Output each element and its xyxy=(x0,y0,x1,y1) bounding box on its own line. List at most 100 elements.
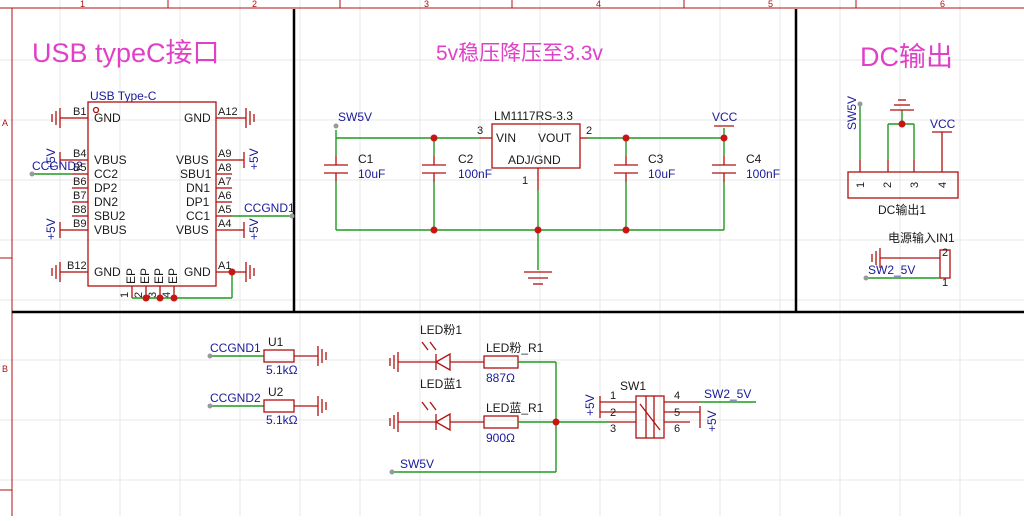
led-blue-ref: LED蓝1 xyxy=(420,377,462,391)
usb-ep-2: EP xyxy=(138,268,152,284)
c2-ref: C2 xyxy=(458,152,474,166)
ground-icon xyxy=(524,271,552,285)
ldo-net-vcc: VCC xyxy=(712,110,738,124)
led-pink-ref: LED粉1 xyxy=(420,323,462,337)
u2-ref: U2 xyxy=(268,385,284,399)
usb-pin-b12: B12 xyxy=(67,260,87,272)
c4-ref: C4 xyxy=(746,152,762,166)
capacitor-c3[interactable]: C3 10uF xyxy=(614,152,675,182)
plus5v-label: +5V xyxy=(247,218,261,240)
r-blue-ref: LED蓝_R1 xyxy=(486,401,544,415)
usb-wires: CCGND2 CCGND1 xyxy=(29,159,295,302)
section-dividers xyxy=(12,9,1024,314)
usb-pin-a9: A9 xyxy=(218,148,231,160)
c1-value: 10uF xyxy=(358,167,385,181)
usb-typec-connector[interactable]: USB Type-C B1 GND B4 VBUS B5 CC2 B6 DP2 … xyxy=(67,89,238,298)
resistor-led-pink[interactable] xyxy=(483,355,519,369)
usb-pin-a4-name: VBUS xyxy=(176,223,209,237)
plus5v-label: +5V xyxy=(44,148,58,170)
ground-icon xyxy=(871,248,881,268)
ldo-pin-vin: VIN xyxy=(496,131,516,145)
usb-pin-a5-name: CC1 xyxy=(186,209,210,223)
ground-icon xyxy=(389,352,399,372)
usb-power-flags: +5V +5V +5V +5V xyxy=(44,148,261,240)
capacitor-c2[interactable]: C2 100nF xyxy=(422,152,492,182)
ground-icon xyxy=(389,412,399,432)
usb-pin-b4-name: VBUS xyxy=(94,153,127,167)
usb-part-label: USB Type-C xyxy=(90,89,157,103)
ldo-pin-adj: ADJ/GND xyxy=(508,153,561,167)
switch-sw1[interactable]: SW1 1 2 3 4 5 6 +5V +5V SW2_5V xyxy=(583,379,756,439)
resistor-u2[interactable] xyxy=(263,399,295,413)
sw-net-sw2: SW2_5V xyxy=(704,387,751,401)
usb-pin-a8: A8 xyxy=(218,162,231,174)
resistor-led-blue[interactable] xyxy=(483,415,519,429)
usb-ep-num-3: 3 xyxy=(147,292,159,298)
usb-pin-a12-name: GND xyxy=(184,111,211,125)
dc-in-pin1: 1 xyxy=(942,277,948,289)
usb-pin-b9: B9 xyxy=(73,218,86,230)
r-blue-value: 900Ω xyxy=(486,431,515,445)
dc-pin-3: 3 xyxy=(909,182,921,188)
usb-pin-b7-name: DN2 xyxy=(94,195,118,209)
net-ccgnd1-label: CCGND1 xyxy=(244,201,295,215)
dc-section-title: DC输出 xyxy=(860,42,953,72)
usb-pin-a8-name: SBU1 xyxy=(180,167,212,181)
plus5v-label: +5V xyxy=(247,148,261,170)
c3-value: 10uF xyxy=(648,167,675,181)
usb-ep-num-4: 4 xyxy=(161,292,173,298)
frame-col-3: 3 xyxy=(424,0,429,9)
led-pink-icon xyxy=(434,352,451,372)
usb-pin-b9-name: VBUS xyxy=(94,223,127,237)
net-ccgnd2-label: CCGND2 xyxy=(32,159,83,173)
ground-icon xyxy=(317,396,327,416)
usb-pin-a7-name: DN1 xyxy=(186,181,210,195)
dc-in-part-label: 电源输入IN1 xyxy=(888,230,955,245)
r-pink-ref: LED粉_R1 xyxy=(486,341,544,355)
sw1-pin-4: 4 xyxy=(674,390,680,402)
usb-pin-b8-name: SBU2 xyxy=(94,209,126,223)
dc-net-sw5v: SW5V xyxy=(845,96,859,130)
sw1-pin-5: 5 xyxy=(674,407,680,419)
frame-col-5: 5 xyxy=(768,0,773,9)
ground-icon xyxy=(232,108,255,128)
usb-pin-b12-name: GND xyxy=(94,265,121,279)
sw1-pin-6: 6 xyxy=(674,423,680,435)
dc-net-vcc: VCC xyxy=(930,117,956,131)
u1-ref: U1 xyxy=(268,335,284,349)
usb-ep-4: EP xyxy=(166,268,180,284)
dc-pin-1: 1 xyxy=(855,182,867,188)
capacitor-c1[interactable]: C1 10uF xyxy=(324,152,385,182)
frame-row-a: A xyxy=(2,118,8,128)
capacitor-c4[interactable]: C4 100nF xyxy=(712,152,780,182)
dc-pin-2: 2 xyxy=(882,182,894,188)
usb-pin-b7: B7 xyxy=(73,190,86,202)
dc-header-body xyxy=(847,171,959,199)
dc-in-pin2: 2 xyxy=(942,247,948,259)
usb-ep-num-1: 1 xyxy=(119,292,131,298)
ldo-body xyxy=(491,123,581,169)
frame-col-6: 6 xyxy=(940,0,945,9)
sw-plus5v-left: +5V xyxy=(583,394,597,416)
usb-pin-a9-name: VBUS xyxy=(176,153,209,167)
usb-pin-a12: A12 xyxy=(218,106,238,118)
usb-pin-a6: A6 xyxy=(218,190,231,202)
usb-ep-3: EP xyxy=(152,268,166,284)
usb-pin-a4: A4 xyxy=(218,218,231,230)
plus5v-label: +5V xyxy=(44,218,58,240)
usb-pin-b6-name: DP2 xyxy=(94,181,118,195)
ldo-pin-vout-num: 2 xyxy=(586,125,592,137)
pin1-marker xyxy=(92,106,100,114)
usb-section-title: USB typeC接口 xyxy=(32,38,220,68)
ldo-part-label: LM1117RS-3.3 xyxy=(494,109,573,123)
frame-col-1: 1 xyxy=(80,0,85,9)
dc-output-circuit: 1 2 3 4 DC输出1 SW5V VCC 电源输入IN1 2 1 xyxy=(845,96,959,289)
usb-pin-b5: B5 xyxy=(73,162,86,174)
dc-in-net: SW2_5V xyxy=(868,263,915,277)
usb-pin-b4: B4 xyxy=(73,148,86,160)
usb-ep-num-2: 2 xyxy=(133,292,145,298)
usb-pin-a1-name: GND xyxy=(184,265,211,279)
